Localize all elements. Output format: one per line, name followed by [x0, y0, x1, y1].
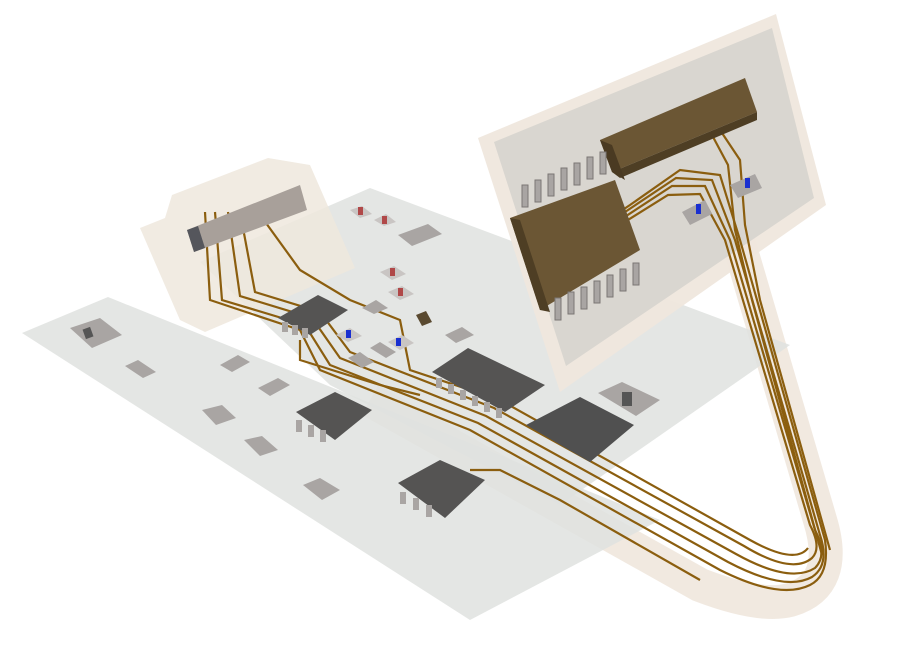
connector-left [187, 185, 307, 252]
traces [203, 129, 832, 592]
connector-right [600, 78, 757, 180]
ic-chips [278, 295, 634, 518]
ic-qfn [526, 397, 634, 462]
ic-soic-4 [432, 348, 545, 412]
ic-connector-large [510, 180, 640, 312]
pins-right-large [521, 151, 640, 321]
connector-left-end [187, 226, 205, 252]
passive-components [70, 174, 762, 500]
ic-pins [282, 322, 502, 517]
rigid-board-front [22, 297, 660, 620]
ic-soic-3 [398, 460, 485, 518]
ic-soic-2 [296, 392, 372, 440]
